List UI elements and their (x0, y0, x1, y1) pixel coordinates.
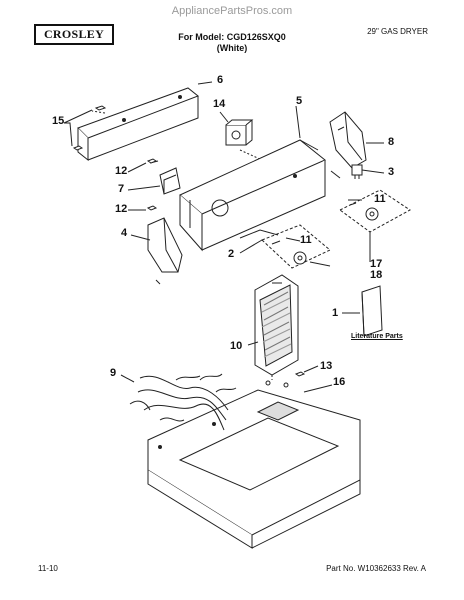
part-lint-filter (254, 274, 299, 380)
part-rear-panel (77, 87, 199, 162)
part-screws-15 (72, 105, 107, 151)
callout-16: 16 (333, 376, 346, 388)
model-color: (White) (216, 43, 248, 53)
callout-14: 14 (213, 98, 226, 110)
part-screw-13 (294, 371, 306, 377)
model-title: For Model: CGD126SXQ0 (178, 32, 286, 42)
callout-10: 10 (230, 340, 243, 352)
callout-3: 3 (388, 166, 395, 178)
callout-17: 17 (370, 258, 383, 270)
callout-2: 2 (228, 248, 235, 260)
dryer-type: 29" GAS DRYER (367, 27, 428, 36)
literature-parts-label: Literature Parts (351, 333, 403, 340)
part-literature (361, 285, 383, 337)
brand-logo-text: CROSLEY (43, 27, 105, 41)
callout-1: 1 (332, 307, 339, 319)
part-screws-12 (146, 158, 158, 211)
callout-12b: 12 (115, 203, 128, 215)
callout-13: 13 (320, 360, 333, 372)
part-end-cap-left (147, 217, 183, 285)
part-switch (351, 164, 363, 179)
part-timer (225, 119, 263, 161)
callout-5: 5 (296, 95, 303, 107)
callout-18: 18 (370, 269, 383, 281)
part-wire-harness (129, 373, 237, 431)
callout-9: 9 (110, 367, 117, 379)
callout-8: 8 (388, 136, 395, 148)
part-console (179, 139, 326, 252)
part-top-panel (147, 380, 361, 549)
watermark: AppliancePartsPros.com (171, 5, 293, 17)
callout-7: 7 (118, 183, 125, 195)
document-part-number: Part No. W10362633 Rev. A (326, 564, 426, 573)
callout-11a: 11 (374, 193, 386, 205)
callout-12a: 12 (115, 165, 128, 177)
callout-4: 4 (121, 227, 128, 239)
part-bracket-7 (149, 160, 181, 195)
part-end-cap-right (329, 111, 367, 169)
callout-11b: 11 (300, 234, 312, 246)
callout-6: 6 (217, 74, 224, 86)
part-knob-group-18 (261, 224, 331, 269)
brand-logo: CROSLEY (34, 24, 114, 45)
page-number: 11-10 (38, 564, 58, 573)
leader-lines (63, 81, 385, 393)
callout-15: 15 (52, 115, 65, 127)
part-knob-group-17 (339, 189, 411, 233)
